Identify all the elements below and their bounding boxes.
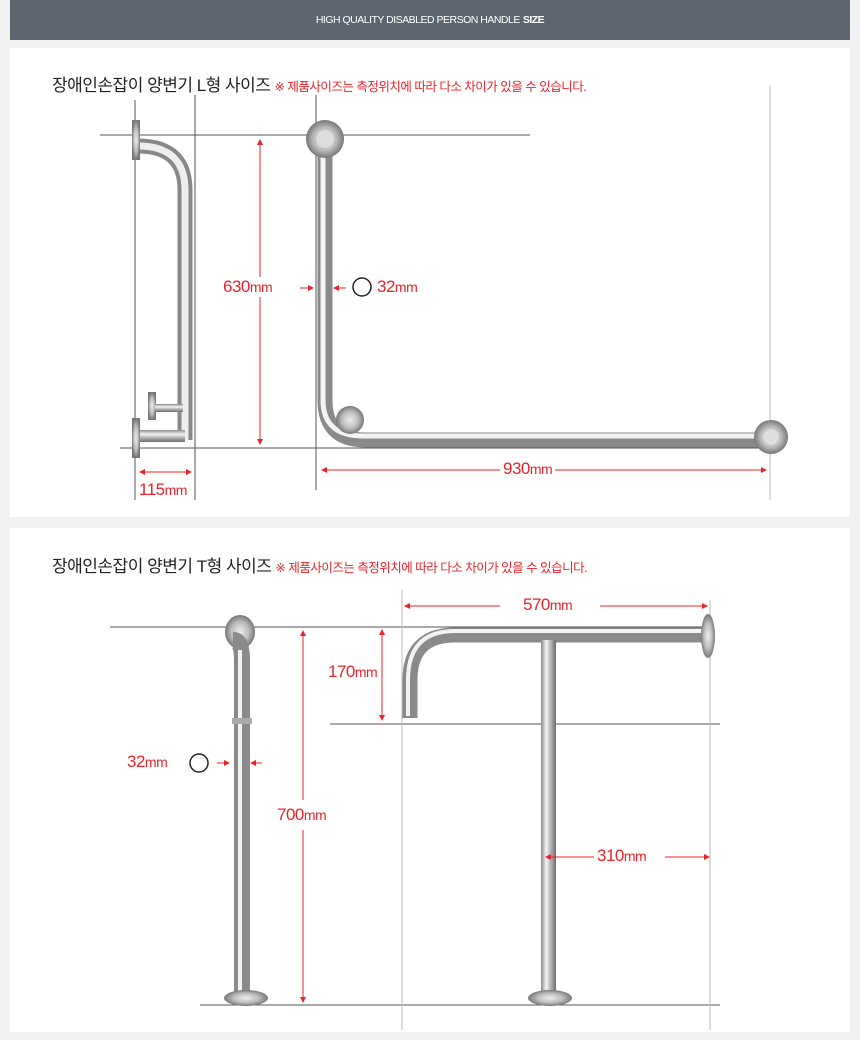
- value: 930: [503, 459, 530, 478]
- unit: mm: [164, 482, 188, 498]
- value: 570: [523, 595, 550, 614]
- t-type-section-title: 장애인손잡이 양변기 T형 사이즈※ 제품사이즈는 측정위치에 따라 다소 차이…: [52, 552, 588, 577]
- value: 32: [127, 752, 145, 771]
- t-type-front-view: [402, 614, 715, 1006]
- height-dimension-label: 630mm: [220, 277, 276, 297]
- size-disclaimer-note: ※ 제품사이즈는 측정위치에 따라 다소 차이가 있을 수 있습니다.: [275, 561, 588, 575]
- l-type-front-view: [306, 120, 788, 454]
- section-title-text: 장애인손잡이 양변기 L형 사이즈: [52, 76, 271, 95]
- unit: mm: [303, 807, 327, 823]
- diameter-symbol-icon: [189, 753, 209, 773]
- value: 115: [139, 480, 165, 499]
- l-type-dimension-arrows: [139, 139, 767, 475]
- width-dimension-label: 930mm: [500, 459, 556, 479]
- value: 170: [328, 662, 355, 681]
- unit: mm: [394, 279, 418, 295]
- diameter-symbol-icon: [352, 277, 372, 297]
- t-type-dimension-arrows: [217, 603, 710, 1003]
- size-disclaimer-note: ※ 제품사이즈는 측정위치에 따라 다소 차이가 있을 수 있습니다.: [274, 80, 587, 94]
- depth-dimension-label: 115mm: [136, 480, 190, 500]
- t-type-guide-lines: [110, 590, 720, 1030]
- unit: mm: [623, 848, 647, 864]
- value: 32: [377, 277, 395, 296]
- height-dimension-label: 700mm: [274, 805, 330, 825]
- t-type-side-pole: [224, 615, 268, 1006]
- unit: mm: [354, 664, 378, 680]
- width-dimension-label: 570mm: [520, 595, 576, 615]
- unit: mm: [529, 461, 553, 477]
- diameter-dimension-label: 32mm: [124, 752, 170, 772]
- value: 630: [223, 277, 250, 296]
- unit: mm: [144, 754, 168, 770]
- l-type-section-title: 장애인손잡이 양변기 L형 사이즈※ 제품사이즈는 측정위치에 따라 다소 차이…: [52, 71, 587, 96]
- diameter-dimension-label: 32mm: [374, 277, 420, 297]
- value: 700: [277, 805, 304, 824]
- value: 310: [597, 846, 624, 865]
- header-title: HIGH QUALITY DISABLED PERSON HANDLE: [315, 14, 521, 26]
- unit: mm: [549, 597, 573, 613]
- l-type-side-view: [132, 120, 193, 458]
- section-title-text: 장애인손잡이 양변기 T형 사이즈: [52, 557, 272, 576]
- unit: mm: [249, 279, 273, 295]
- drop-dimension-label: 170mm: [325, 662, 381, 682]
- header-title-bold: SIZE: [522, 14, 545, 26]
- offset-dimension-label: 310mm: [594, 846, 650, 866]
